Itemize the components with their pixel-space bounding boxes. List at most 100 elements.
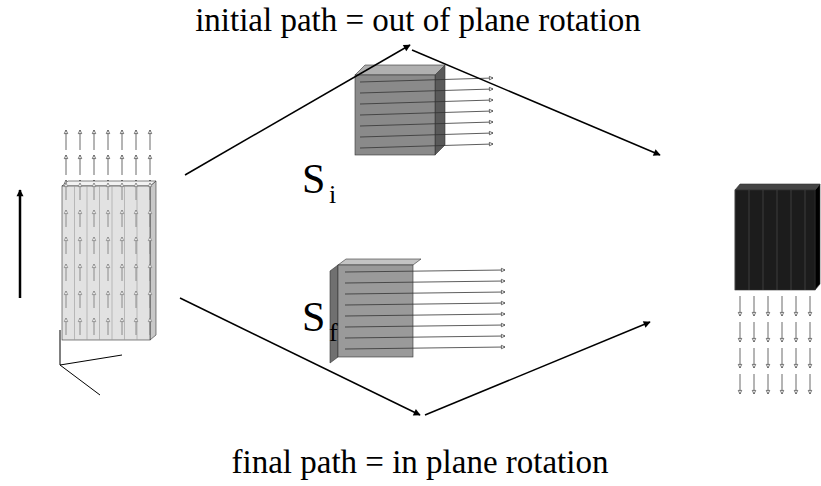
vector-head: [120, 183, 123, 187]
slab-stripe: [87, 186, 88, 340]
vector-head: [64, 130, 67, 134]
vector-head: [64, 155, 67, 159]
axis-line: [60, 355, 122, 365]
vector-head: [64, 291, 67, 295]
vector-line: [360, 122, 493, 126]
vector-head: [92, 130, 95, 134]
vector-head: [120, 318, 123, 322]
vector-head: [148, 210, 151, 214]
vector-head: [489, 98, 493, 101]
vector-head: [766, 364, 769, 368]
field-arrow: [19, 190, 22, 298]
vector-head: [106, 155, 109, 159]
slab-top: [62, 181, 156, 186]
slab-stripe: [749, 190, 750, 290]
heading-label: initial path = out of plane rotation: [195, 4, 641, 37]
slab-side: [150, 181, 156, 340]
vector-head: [106, 291, 109, 295]
vector-line: [360, 78, 493, 82]
vector-head: [794, 390, 797, 394]
path-arrow: [180, 298, 420, 415]
vector-head: [766, 312, 769, 316]
vector-head: [134, 318, 137, 322]
slab-top: [338, 259, 421, 265]
vector-head: [794, 364, 797, 368]
slab-front: [338, 265, 413, 357]
vector-head: [78, 183, 81, 187]
slab-stripe: [735, 190, 736, 290]
vector-head: [794, 312, 797, 316]
vector-head: [120, 237, 123, 241]
slab-front: [735, 190, 815, 290]
vector-line: [360, 133, 493, 137]
vector-head: [64, 264, 67, 268]
vector-head: [106, 210, 109, 214]
slab-top: [355, 65, 445, 75]
vector-head: [489, 120, 493, 123]
path-arrows: [180, 45, 660, 415]
vector-head: [501, 334, 505, 337]
vector-head: [106, 264, 109, 268]
vector-head: [134, 155, 137, 159]
vector-head: [64, 237, 67, 241]
vector-head: [808, 338, 811, 342]
slab-side: [435, 65, 445, 155]
vector-head: [64, 318, 67, 322]
vector-head: [78, 210, 81, 214]
slab-side: [815, 184, 820, 290]
vector-line: [360, 111, 493, 115]
vector-head: [92, 155, 95, 159]
magnet-illustration: [20, 45, 820, 415]
vector-head: [752, 364, 755, 368]
vector-head: [489, 142, 493, 145]
vector-head: [148, 264, 151, 268]
vector-line: [360, 100, 493, 104]
vector-head: [501, 345, 505, 348]
vector-head: [148, 318, 151, 322]
vector-head: [489, 87, 493, 90]
final-state: [735, 184, 820, 394]
vector-head: [489, 76, 493, 79]
vector-head: [766, 390, 769, 394]
vector-head: [106, 183, 109, 187]
slab-stripe: [99, 186, 100, 340]
vector-head: [808, 364, 811, 368]
vector-head: [106, 130, 109, 134]
vector-head: [148, 183, 151, 187]
state-subscript: i: [329, 182, 336, 208]
vector-head: [780, 312, 783, 316]
vector-line: [345, 336, 505, 338]
vector-head: [134, 210, 137, 214]
vector-head: [134, 237, 137, 241]
path-arrow: [412, 50, 660, 155]
slab-top: [735, 184, 820, 190]
vector-line: [345, 292, 505, 294]
vector-head: [794, 338, 797, 342]
axis-line: [60, 365, 100, 395]
slab-stripe: [137, 186, 138, 340]
vector-head: [120, 130, 123, 134]
vector-head: [92, 183, 95, 187]
vector-head: [120, 264, 123, 268]
vector-head: [120, 155, 123, 159]
vector-head: [501, 268, 505, 271]
path-arrow: [425, 322, 650, 415]
slab-stripe: [74, 186, 75, 340]
vector-head: [64, 183, 67, 187]
vector-head: [64, 210, 67, 214]
vector-line: [345, 281, 505, 283]
vector-head: [120, 210, 123, 214]
slab-front: [62, 186, 150, 340]
vector-head: [148, 291, 151, 295]
vector-head: [92, 210, 95, 214]
vector-head: [78, 130, 81, 134]
vector-head: [501, 323, 505, 326]
vector-head: [738, 338, 741, 342]
vector-head: [78, 291, 81, 295]
axes: [60, 330, 122, 395]
vector-head: [92, 264, 95, 268]
slab-stripe: [124, 186, 125, 340]
slab-side: [330, 265, 338, 363]
